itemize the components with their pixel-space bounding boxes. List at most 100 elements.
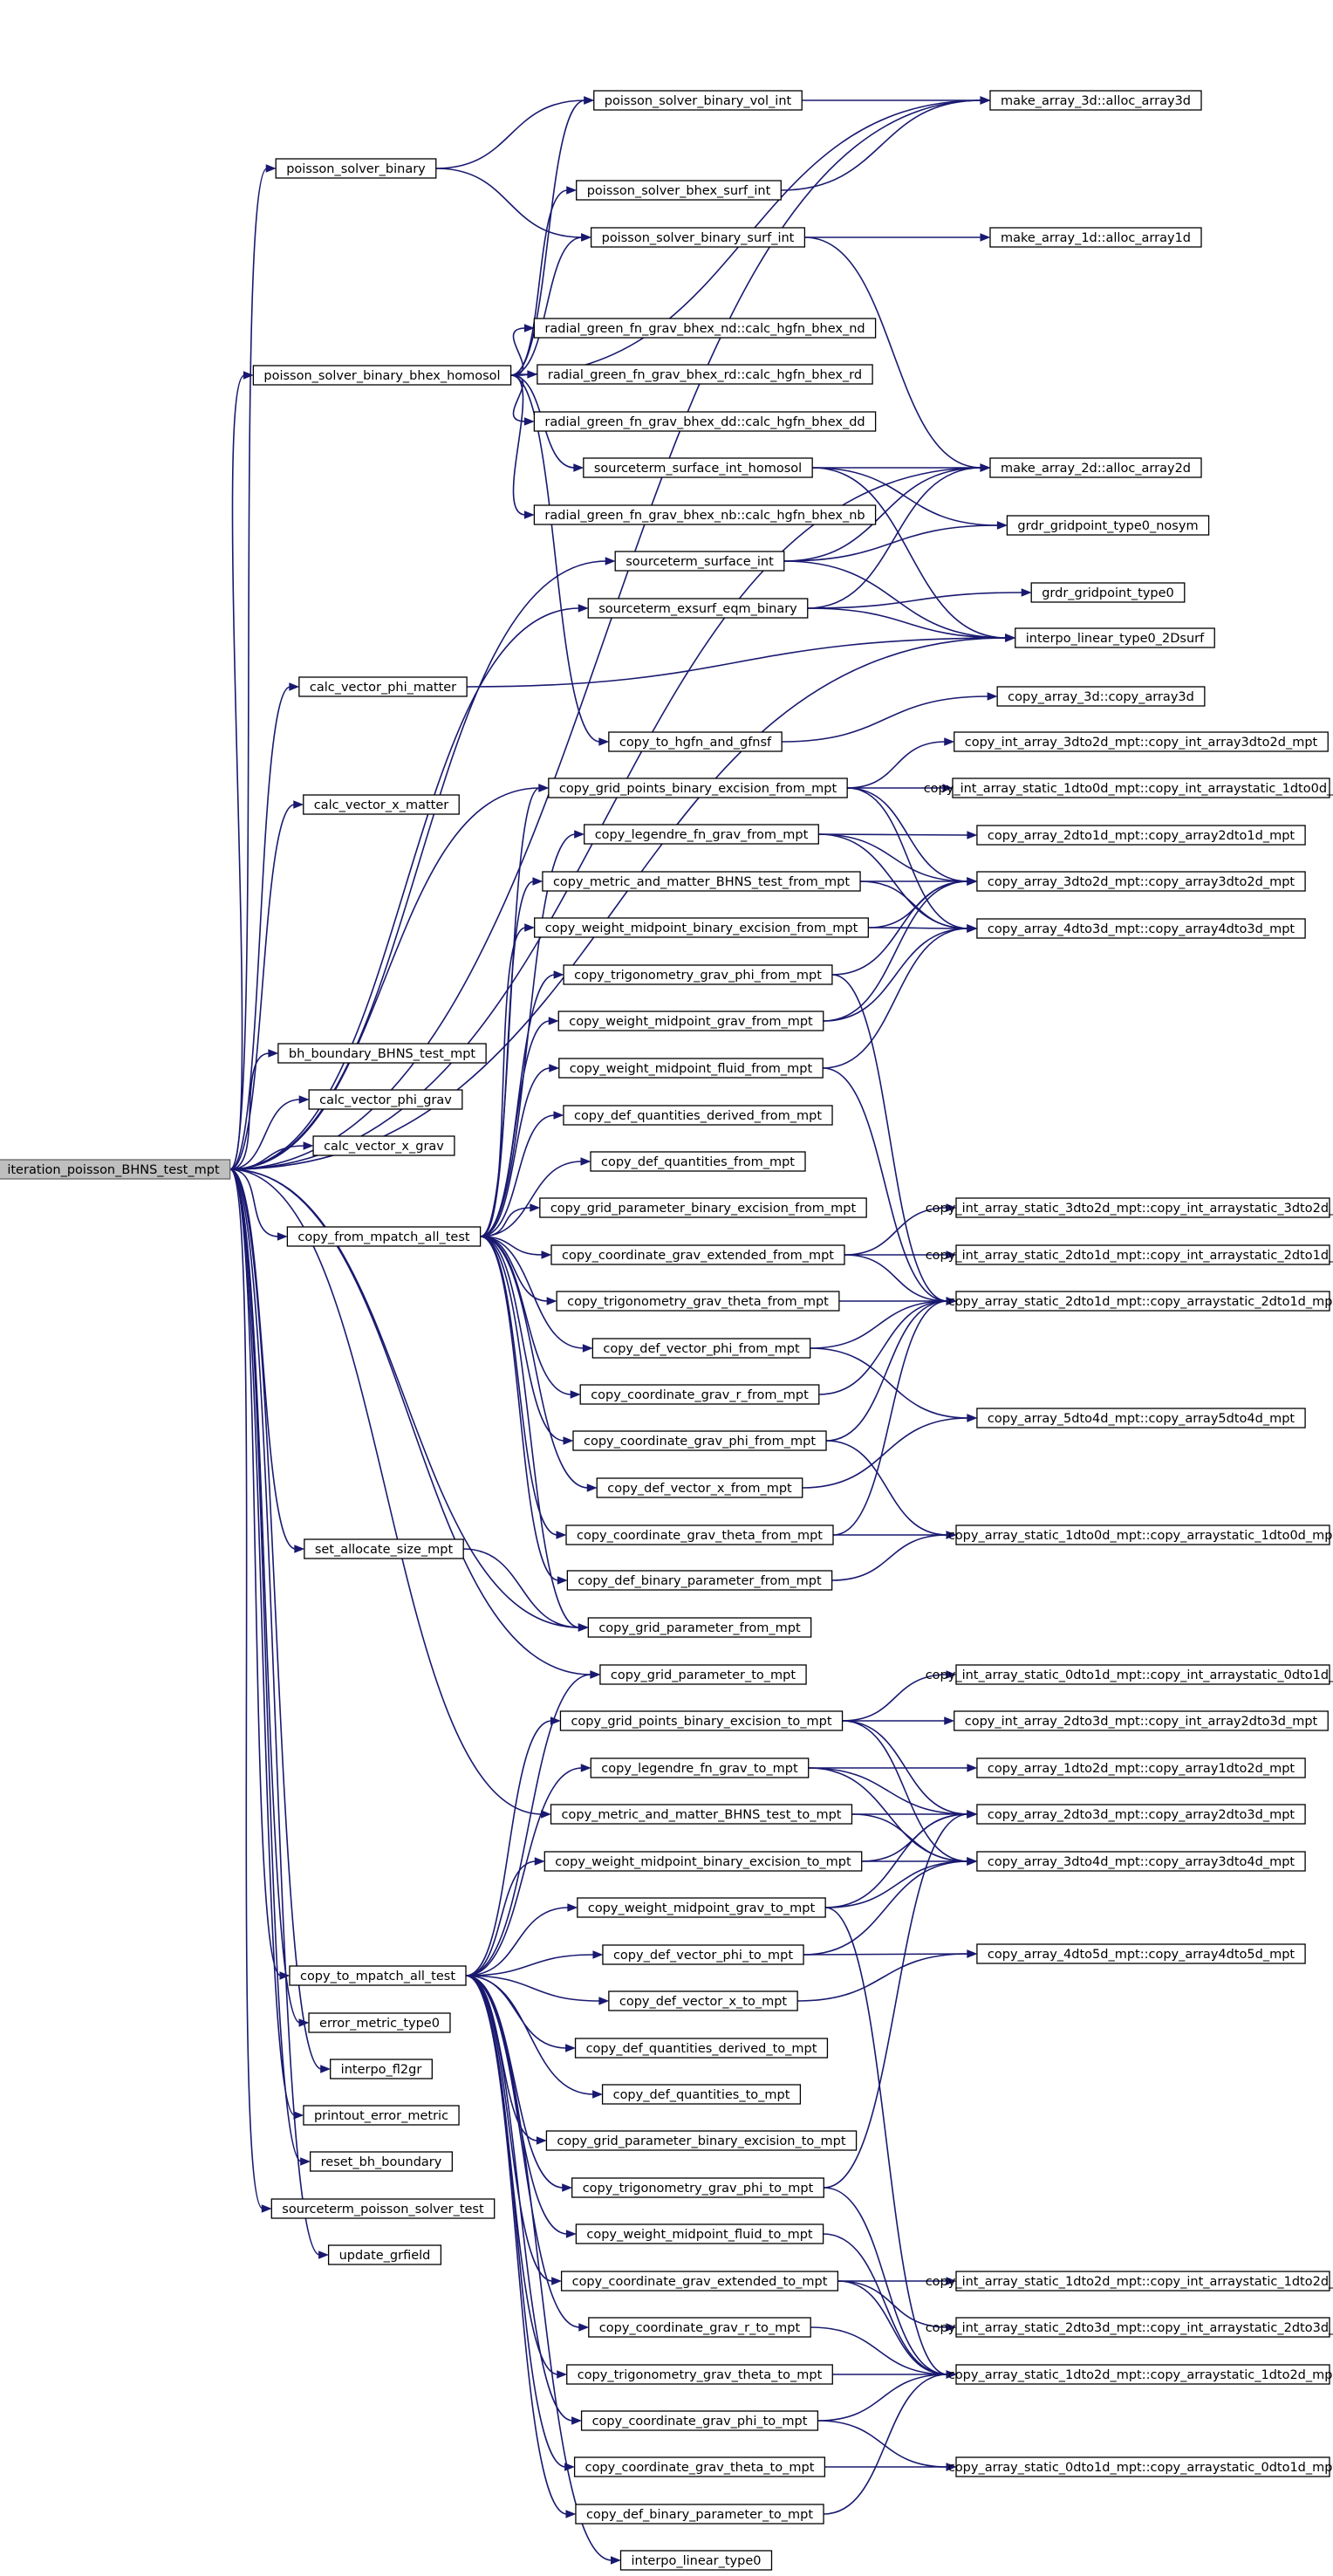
node-radial-green-fn-grav-bhex-nb-calc-hgfn-bhex-nb[interactable]: radial_green_fn_grav_bhex_nb::calc_hgfn_…: [533, 504, 877, 525]
node-copy-array-1dto2d-mpt-copy-array1dto2d-mpt[interactable]: copy_array_1dto2d_mpt::copy_array1dto2d_…: [976, 1757, 1306, 1778]
node-copy-coordinate-grav-r-to-mpt[interactable]: copy_coordinate_grav_r_to_mpt: [588, 2317, 811, 2338]
edge-t7-to-s6: [797, 1949, 978, 2002]
node-copy-to-hgfn-and-gfnsf[interactable]: copy_to_hgfn_and_gfnsf: [608, 731, 783, 752]
node-copy-weight-midpoint-fluid-to-mpt[interactable]: copy_weight_midpoint_fluid_to_mpt: [575, 2223, 824, 2244]
node-reset-bh-boundary[interactable]: reset_bh_boundary: [309, 2151, 454, 2172]
node-copy-def-quantities-derived-from-mpt[interactable]: copy_def_quantities_derived_from_mpt: [563, 1105, 833, 1126]
node-copy-int-array-static-0dto1d-mpt-copy-int-arraystatic-0dto1d-mpt[interactable]: copy_int_array_static_0dto1d_mpt::copy_i…: [926, 1664, 1333, 1685]
node-sourceterm-poisson-solver-test[interactable]: sourceterm_poisson_solver_test: [270, 2198, 496, 2219]
node-copy-legendre-fn-grav-to-mpt[interactable]: copy_legendre_fn_grav_to_mpt: [590, 1757, 810, 1778]
node-copy-int-array-static-3dto2d-mpt-copy-int-arraystatic-3dto2d-mpt[interactable]: copy_int_array_static_3dto2d_mpt::copy_i…: [926, 1197, 1333, 1218]
node-copy-def-vector-phi-from-mpt[interactable]: copy_def_vector_phi_from_mpt: [591, 1338, 811, 1359]
node-make-array-1d-alloc-array1d[interactable]: make_array_1d::alloc_array1d: [989, 227, 1202, 248]
edge-root-to-spst: [229, 1168, 272, 2213]
node-copy-weight-midpoint-grav-to-mpt[interactable]: copy_weight_midpoint_grav_to_mpt: [577, 1897, 826, 1918]
node-copy-coordinate-grav-theta-from-mpt[interactable]: copy_coordinate_grav_theta_from_mpt: [565, 1524, 834, 1545]
node-copy-int-array-3dto2d-mpt-copy-int-array3dto2d-mpt[interactable]: copy_int_array_3dto2d_mpt::copy_int_arra…: [954, 731, 1329, 752]
node-copy-coordinate-grav-phi-to-mpt[interactable]: copy_coordinate_grav_phi_to_mpt: [580, 2410, 819, 2431]
node-copy-def-binary-parameter-to-mpt[interactable]: copy_def_binary_parameter_to_mpt: [575, 2504, 824, 2525]
arrowhead-icon: [541, 1810, 551, 1819]
node-calc-vector-phi-grav[interactable]: calc_vector_phi_grav: [308, 1089, 463, 1110]
node-bh-boundary-bhns-test-mpt[interactable]: bh_boundary_BHNS_test_mpt: [277, 1043, 487, 1064]
node-poisson-solver-binary-vol-int[interactable]: poisson_solver_binary_vol_int: [593, 90, 803, 111]
node-copy-array-4dto3d-mpt-copy-array4dto3d-mpt[interactable]: copy_array_4dto3d_mpt::copy_array4dto3d_…: [976, 918, 1306, 939]
node-copy-int-array-static-1dto0d-mpt-copy-int-arraystatic-1dto0d-mpt[interactable]: copy_int_array_static_1dto0d_mpt::copy_i…: [924, 778, 1333, 798]
node-interpo-linear-type0-2dsurf[interactable]: interpo_linear_type0_2Dsurf: [1015, 627, 1215, 648]
node-calc-vector-x-grav[interactable]: calc_vector_x_grav: [312, 1135, 455, 1156]
node-copy-weight-midpoint-fluid-from-mpt[interactable]: copy_weight_midpoint_fluid_from_mpt: [558, 1058, 824, 1079]
node-copy-def-quantities-from-mpt[interactable]: copy_def_quantities_from_mpt: [590, 1151, 806, 1172]
node-radial-green-fn-grav-bhex-dd-calc-hgfn-bhex-dd[interactable]: radial_green_fn_grav_bhex_dd::calc_hgfn_…: [533, 411, 877, 432]
node-poisson-solver-binary-bhex-homosol[interactable]: poisson_solver_binary_bhex_homosol: [252, 365, 512, 386]
node-make-array-3d-alloc-array3d[interactable]: make_array_3d::alloc_array3d: [989, 90, 1202, 111]
node-box: [308, 2012, 451, 2033]
node-copy-int-array-2dto3d-mpt-copy-int-array2dto3d-mpt[interactable]: copy_int_array_2dto3d_mpt::copy_int_arra…: [954, 1710, 1329, 1731]
node-copy-grid-points-binary-excision-from-mpt[interactable]: copy_grid_points_binary_excision_from_mp…: [548, 778, 848, 798]
node-copy-weight-midpoint-binary-excision-to-mpt[interactable]: copy_weight_midpoint_binary_excision_to_…: [543, 1851, 863, 1872]
node-copy-coordinate-grav-extended-from-mpt[interactable]: copy_coordinate_grav_extended_from_mpt: [550, 1244, 845, 1265]
node-copy-array-2dto3d-mpt-copy-array2dto3d-mpt[interactable]: copy_array_2dto3d_mpt::copy_array2dto3d_…: [976, 1804, 1306, 1825]
node-copy-coordinate-grav-phi-from-mpt[interactable]: copy_coordinate_grav_phi_from_mpt: [572, 1430, 827, 1451]
node-radial-green-fn-grav-bhex-nd-calc-hgfn-bhex-nd[interactable]: radial_green_fn_grav_bhex_nd::calc_hgfn_…: [533, 318, 877, 339]
node-poisson-solver-binary-surf-int[interactable]: poisson_solver_binary_surf_int: [590, 227, 806, 248]
node-copy-int-array-static-2dto1d-mpt-copy-int-arraystatic-2dto1d-mpt[interactable]: copy_int_array_static_2dto1d_mpt::copy_i…: [926, 1244, 1333, 1265]
node-interpo-fl2gr[interactable]: interpo_fl2gr: [330, 2059, 433, 2079]
edge-line: [229, 804, 295, 1170]
node-copy-metric-and-matter-bhns-test-to-mpt[interactable]: copy_metric_and_matter_BHNS_test_to_mpt: [550, 1804, 853, 1825]
node-copy-def-vector-x-to-mpt[interactable]: copy_def_vector_x_to_mpt: [608, 1990, 798, 2011]
node-copy-int-array-static-2dto3d-mpt-copy-int-arraystatic-2dto3d-mpt[interactable]: copy_int_array_static_2dto3d_mpt::copy_i…: [926, 2317, 1333, 2338]
edge-line: [510, 236, 583, 376]
node-copy-trigonometry-grav-phi-from-mpt[interactable]: copy_trigonometry_grav_phi_from_mpt: [563, 964, 833, 985]
node-sourceterm-exsurf-eqm-binary[interactable]: sourceterm_exsurf_eqm_binary: [587, 598, 809, 619]
node-copy-grid-parameter-binary-excision-from-mpt[interactable]: copy_grid_parameter_binary_excision_from…: [539, 1197, 867, 1218]
node-copy-def-quantities-to-mpt[interactable]: copy_def_quantities_to_mpt: [601, 2084, 802, 2105]
node-copy-grid-parameter-binary-excision-to-mpt[interactable]: copy_grid_parameter_binary_excision_to_m…: [545, 2130, 858, 2151]
node-interpo-linear-type0[interactable]: interpo_linear_type0: [619, 2550, 773, 2571]
node-copy-array-2dto1d-mpt-copy-array2dto1d-mpt[interactable]: copy_array_2dto1d_mpt::copy_array2dto1d_…: [976, 825, 1306, 846]
node-copy-trigonometry-grav-theta-to-mpt[interactable]: copy_trigonometry_grav_theta_to_mpt: [566, 2364, 833, 2385]
node-copy-legendre-fn-grav-from-mpt[interactable]: copy_legendre_fn_grav_from_mpt: [584, 824, 819, 845]
node-printout-error-metric[interactable]: printout_error_metric: [303, 2105, 460, 2126]
node-copy-def-quantities-derived-to-mpt[interactable]: copy_def_quantities_derived_to_mpt: [574, 2038, 829, 2059]
node-calc-vector-x-matter[interactable]: calc_vector_x_matter: [303, 794, 460, 815]
node-sourceterm-surface-int-homosol[interactable]: sourceterm_surface_int_homosol: [583, 457, 813, 478]
node-copy-array-static-0dto1d-mpt-copy-arraystatic-0dto1d-mpt[interactable]: copy_array_static_0dto1d_mpt::copy_array…: [948, 2456, 1333, 2477]
node-copy-def-vector-x-from-mpt[interactable]: copy_def_vector_x_from_mpt: [596, 1477, 803, 1498]
node-copy-array-static-1dto2d-mpt-copy-arraystatic-1dto2d-mpt[interactable]: copy_array_static_1dto2d_mpt::copy_array…: [948, 2364, 1333, 2385]
node-copy-weight-midpoint-grav-from-mpt[interactable]: copy_weight_midpoint_grav_from_mpt: [557, 1011, 824, 1031]
node-copy-trigonometry-grav-phi-to-mpt[interactable]: copy_trigonometry_grav_phi_to_mpt: [571, 2177, 824, 2198]
node-set-allocate-size-mpt[interactable]: set_allocate_size_mpt: [304, 1538, 464, 1559]
node-update-grfield[interactable]: update_grfield: [327, 2244, 442, 2265]
node-copy-weight-midpoint-binary-excision-from-mpt[interactable]: copy_weight_midpoint_binary_excision_fro…: [534, 917, 869, 938]
node-copy-array-static-1dto0d-mpt-copy-arraystatic-1dto0d-mpt[interactable]: copy_array_static_1dto0d_mpt::copy_array…: [948, 1524, 1333, 1545]
node-copy-grid-parameter-from-mpt[interactable]: copy_grid_parameter_from_mpt: [587, 1617, 812, 1638]
node-radial-green-fn-grav-bhex-rd-calc-hgfn-bhex-rd[interactable]: radial_green_fn_grav_bhex_rd::calc_hgfn_…: [537, 364, 873, 385]
node-poisson-solver-binary[interactable]: poisson_solver_binary: [275, 158, 437, 179]
node-copy-coordinate-grav-extended-to-mpt[interactable]: copy_coordinate_grav_extended_to_mpt: [560, 2271, 839, 2292]
node-copy-int-array-static-1dto2d-mpt-copy-int-arraystatic-1dto2d-mpt[interactable]: copy_int_array_static_1dto2d_mpt::copy_i…: [926, 2271, 1333, 2292]
node-poisson-solver-bhex-surf-int[interactable]: poisson_solver_bhex_surf_int: [576, 180, 782, 201]
node-copy-coordinate-grav-theta-to-mpt[interactable]: copy_coordinate_grav_theta_to_mpt: [573, 2456, 826, 2477]
node-copy-to-mpatch-all-test[interactable]: copy_to_mpatch_all_test: [289, 1965, 467, 1986]
node-error-metric-type0[interactable]: error_metric_type0: [308, 2012, 451, 2033]
node-copy-array-4dto5d-mpt-copy-array4dto5d-mpt[interactable]: copy_array_4dto5d_mpt::copy_array4dto5d_…: [976, 1943, 1306, 1964]
node-copy-from-mpatch-all-test[interactable]: copy_from_mpatch_all_test: [286, 1226, 482, 1247]
node-copy-metric-and-matter-bhns-test-from-mpt[interactable]: copy_metric_and_matter_BHNS_test_from_mp…: [542, 871, 861, 892]
node-iteration-poisson-bhns-test-mpt[interactable]: iteration_poisson_BHNS_test_mpt: [0, 1159, 231, 1180]
node-calc-vector-phi-matter[interactable]: calc_vector_phi_matter: [298, 676, 468, 697]
node-copy-array-static-2dto1d-mpt-copy-arraystatic-2dto1d-mpt[interactable]: copy_array_static_2dto1d_mpt::copy_array…: [948, 1291, 1333, 1312]
node-make-array-2d-alloc-array2d[interactable]: make_array_2d::alloc_array2d: [989, 457, 1202, 478]
node-copy-array-3d-copy-array3d[interactable]: copy_array_3d::copy_array3d: [996, 686, 1206, 707]
node-grdr-gridpoint-type0-nosym[interactable]: grdr_gridpoint_type0_nosym: [1006, 515, 1210, 536]
node-copy-array-3dto2d-mpt-copy-array3dto2d-mpt[interactable]: copy_array_3dto2d_mpt::copy_array3dto2d_…: [976, 871, 1306, 892]
node-copy-def-vector-phi-to-mpt[interactable]: copy_def_vector_phi_to_mpt: [602, 1944, 804, 1965]
node-copy-def-binary-parameter-from-mpt[interactable]: copy_def_binary_parameter_from_mpt: [566, 1570, 833, 1591]
node-copy-grid-points-binary-excision-to-mpt[interactable]: copy_grid_points_binary_excision_to_mpt: [559, 1710, 844, 1731]
node-copy-array-5dto4d-mpt-copy-array5dto4d-mpt[interactable]: copy_array_5dto4d_mpt::copy_array5dto4d_…: [976, 1408, 1306, 1428]
node-sourceterm-surface-int[interactable]: sourceterm_surface_int: [614, 551, 785, 572]
node-copy-coordinate-grav-r-from-mpt[interactable]: copy_coordinate_grav_r_from_mpt: [579, 1384, 820, 1405]
node-copy-array-3dto4d-mpt-copy-array3dto4d-mpt[interactable]: copy_array_3dto4d_mpt::copy_array3dto4d_…: [976, 1851, 1306, 1872]
node-grdr-gridpoint-type0[interactable]: grdr_gridpoint_type0: [1030, 582, 1186, 603]
node-copy-grid-parameter-to-mpt[interactable]: copy_grid_parameter_to_mpt: [599, 1664, 807, 1685]
node-copy-trigonometry-grav-theta-from-mpt[interactable]: copy_trigonometry_grav_theta_from_mpt: [556, 1291, 840, 1312]
